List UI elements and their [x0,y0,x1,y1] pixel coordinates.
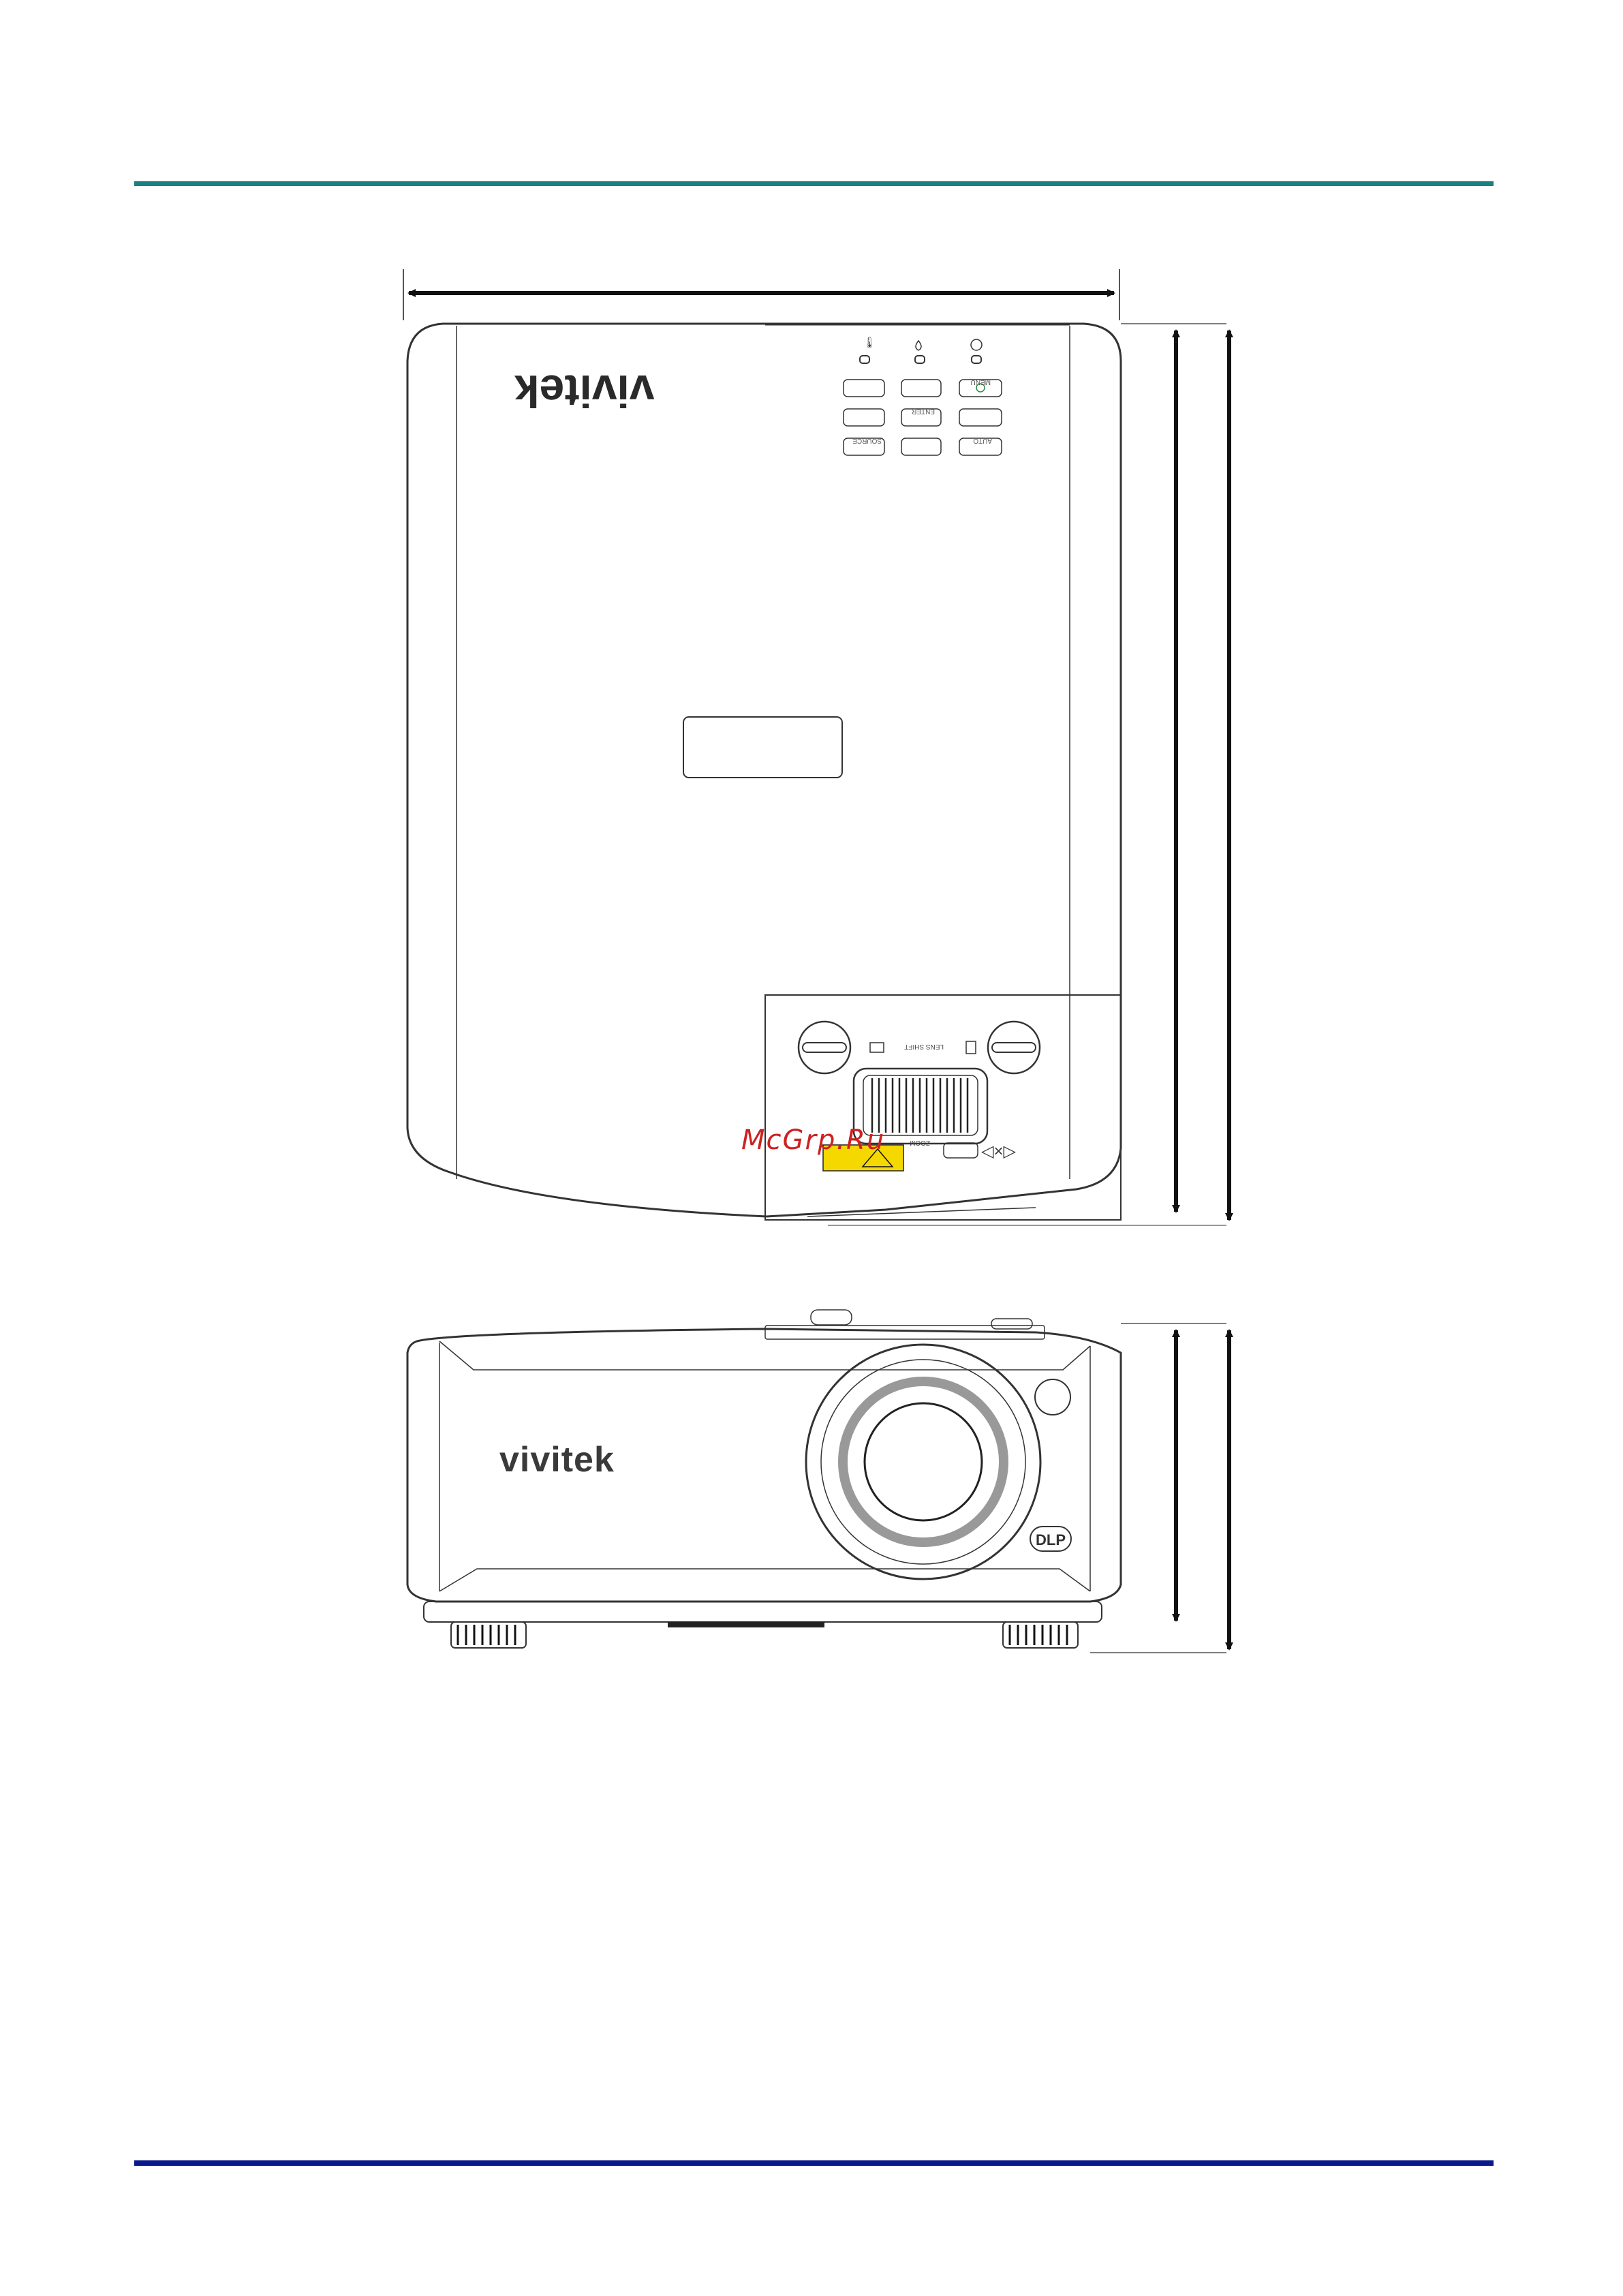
dlp-text: DLP [1036,1531,1066,1548]
lens-panel [765,995,1121,1220]
watermark-text: McGrp.Ru [741,1124,885,1156]
zoom-label: ZOOM [910,1139,930,1146]
top-window [683,717,842,778]
auto-label: AUTO [973,437,992,444]
svg-text:◁×▷: ◁×▷ [981,1142,1016,1161]
source-label: SOURCE [852,437,882,444]
lens-shift-label: LENS SHIFT [904,1043,944,1050]
lens-shift-knob-right [988,1022,1040,1073]
top-brand-logo: vivitek [514,365,654,417]
enter-label: ENTER [912,408,935,415]
top-body-outline [407,324,1121,1216]
status-leds: 🌡 [860,337,982,363]
menu-label: MENU [971,378,991,386]
front-view: DLP [407,1310,1229,1653]
lens-shift-knob-left [799,1022,850,1073]
menu-button [844,380,884,397]
down-button [901,438,941,455]
up-button [901,380,941,397]
front-lens [806,1345,1040,1579]
left-button [844,409,884,426]
ir-sensor [1035,1379,1070,1415]
front-brand-logo: vivitek [499,1439,615,1480]
right-button [959,409,1002,426]
svg-text:🌡: 🌡 [863,337,876,349]
